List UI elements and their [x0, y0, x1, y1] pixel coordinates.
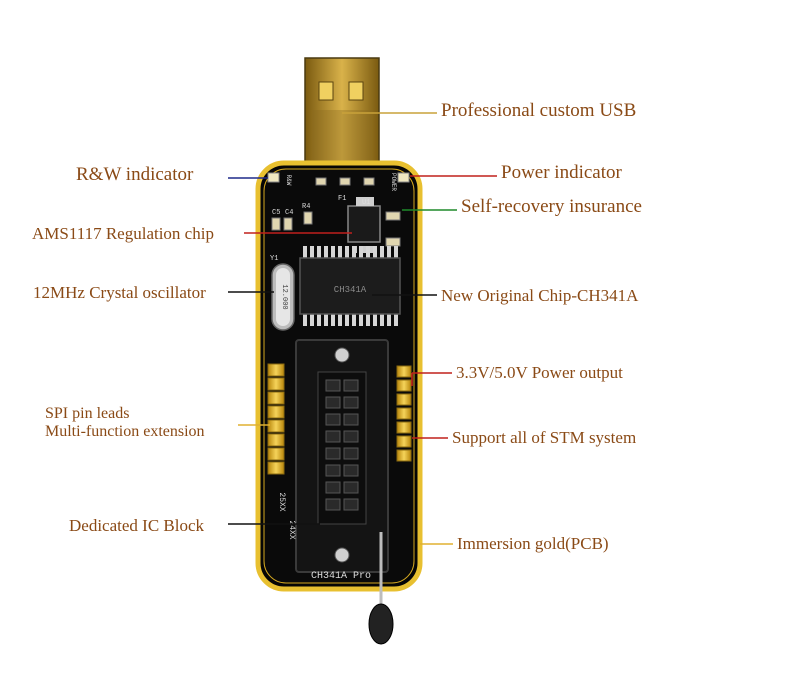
crystal-marking: 12.000	[280, 284, 288, 309]
f1-silkscreen: F1	[338, 195, 346, 203]
socket-slot	[325, 430, 341, 443]
power-led	[397, 172, 410, 183]
power-pin-header	[396, 365, 412, 462]
rw-led	[267, 172, 280, 183]
callout-spi-leads: SPI pin leads Multi-function extension	[45, 405, 205, 441]
c5-silkscreen: C5	[272, 209, 280, 217]
chip-pin	[394, 314, 398, 326]
callout-usb: Professional custom USB	[441, 100, 637, 121]
chip-pin	[380, 246, 384, 258]
chip-pin	[359, 314, 363, 326]
chip-pin	[352, 246, 356, 258]
chip-pin	[366, 314, 370, 326]
socket-slot	[325, 481, 341, 494]
socket-slot	[325, 396, 341, 409]
header-pin	[267, 377, 285, 391]
header-pin	[396, 365, 412, 378]
socket-slot	[343, 498, 359, 511]
header-pin	[267, 433, 285, 447]
chip-pin	[387, 246, 391, 258]
chip-pin	[317, 246, 321, 258]
chip-pin	[324, 246, 328, 258]
socket-marking-24xx: 24XX	[287, 520, 296, 539]
callout-power-indicator: Power indicator	[501, 162, 622, 183]
header-pin	[396, 449, 412, 462]
ch341a-chip	[299, 257, 401, 315]
zif-socket	[295, 339, 389, 573]
chip-pin	[373, 246, 377, 258]
header-pin	[396, 421, 412, 434]
socket-slot	[325, 379, 341, 392]
chip-pin	[387, 314, 391, 326]
rw-silkscreen: R&W	[285, 175, 292, 186]
socket-slot	[325, 413, 341, 426]
chip-pin	[345, 314, 349, 326]
chip-pin	[345, 246, 349, 258]
chip-pin	[324, 314, 328, 326]
chip-pin	[303, 246, 307, 258]
chip-pin	[331, 314, 335, 326]
callout-ic-block: Dedicated IC Block	[69, 516, 205, 535]
callout-stm: Support all of STM system	[452, 428, 637, 447]
header-pin	[267, 363, 285, 377]
c4-silkscreen: C4	[285, 209, 293, 217]
header-pin	[267, 405, 285, 419]
zif-socket-slots	[325, 379, 359, 511]
y1-silkscreen: Y1	[270, 255, 278, 263]
chip-pin	[394, 246, 398, 258]
header-pin	[267, 461, 285, 475]
chip-pin	[338, 246, 342, 258]
chip-pin	[380, 314, 384, 326]
socket-slot	[325, 464, 341, 477]
socket-slot	[343, 464, 359, 477]
header-pin	[396, 407, 412, 420]
header-pin	[396, 435, 412, 448]
leader-lines	[228, 112, 497, 545]
u1-silkscreen: U1	[362, 199, 370, 207]
callout-rw-indicator: R&W indicator	[76, 164, 194, 185]
header-pin	[396, 379, 412, 392]
model-silkscreen: CH341A Pro	[311, 571, 371, 582]
socket-slot	[343, 447, 359, 460]
socket-slot	[343, 379, 359, 392]
socket-slot	[343, 430, 359, 443]
chip-pin	[373, 314, 377, 326]
header-pin	[267, 391, 285, 405]
ams1117-regulator	[347, 197, 381, 253]
chip-pin	[338, 314, 342, 326]
callout-ch341a: New Original Chip-CH341A	[441, 286, 639, 305]
power-silkscreen: POWER	[390, 173, 397, 191]
socket-slot	[343, 413, 359, 426]
ch341a-chip-pins	[303, 246, 398, 326]
chip-pin	[303, 314, 307, 326]
chip-pin	[331, 246, 335, 258]
callout-crystal: 12MHz Crystal oscillator	[33, 283, 206, 302]
header-pin	[267, 447, 285, 461]
smd-components	[271, 177, 401, 247]
callout-power-output: 3.3V/5.0V Power output	[456, 363, 623, 382]
header-pin	[267, 419, 285, 433]
zif-lever	[368, 532, 394, 645]
socket-slot	[325, 498, 341, 511]
callout-immersion-gold: Immersion gold(PCB)	[457, 534, 609, 553]
chip-pin	[317, 314, 321, 326]
header-pin	[396, 393, 412, 406]
chip-pin	[366, 246, 370, 258]
spi-pin-header	[267, 363, 285, 475]
chip-pin	[310, 246, 314, 258]
callout-self-recovery: Self-recovery insurance	[461, 196, 642, 217]
chip-marking: CH341A	[334, 285, 367, 295]
callout-ams1117: AMS1117 Regulation chip	[32, 224, 214, 243]
chip-pin	[352, 314, 356, 326]
socket-slot	[325, 447, 341, 460]
socket-marking-25xx: 25XX	[277, 492, 286, 511]
chip-pin	[359, 246, 363, 258]
crystal-oscillator	[271, 263, 295, 331]
socket-slot	[343, 396, 359, 409]
socket-slot	[343, 481, 359, 494]
chip-pin	[310, 314, 314, 326]
r4-silkscreen: R4	[302, 203, 310, 211]
